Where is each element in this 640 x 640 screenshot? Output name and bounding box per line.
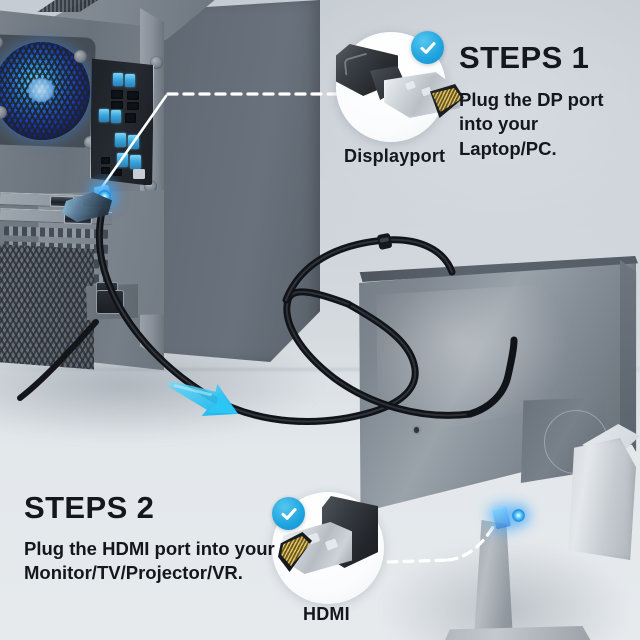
monitor-stand-base bbox=[436, 626, 596, 640]
pc-tower-lower-mesh bbox=[0, 244, 94, 370]
monitor-right-edge bbox=[620, 260, 637, 452]
case-screw bbox=[0, 36, 3, 49]
audio-jack bbox=[101, 157, 110, 164]
case-screw bbox=[74, 50, 87, 63]
audio-jack bbox=[101, 167, 110, 174]
step-1-body-line-2: into your Laptop/PC. bbox=[459, 113, 557, 159]
optical-audio-port bbox=[133, 169, 145, 179]
fan-hub bbox=[28, 78, 54, 102]
usb-port bbox=[117, 153, 128, 167]
display-output-port bbox=[111, 101, 123, 109]
step-2-title: STEPS 2 bbox=[24, 490, 155, 525]
psu-power-socket bbox=[96, 290, 124, 314]
monitor-stand-neck bbox=[568, 438, 636, 560]
usb-port bbox=[115, 133, 126, 147]
case-screw bbox=[0, 106, 7, 119]
step-1-title: STEPS 1 bbox=[459, 40, 590, 75]
hdmi-connector bbox=[278, 492, 408, 602]
step-2-check-circle-icon bbox=[272, 497, 305, 530]
usb-port bbox=[130, 155, 141, 169]
display-output-port bbox=[111, 90, 123, 99]
usb-port bbox=[125, 74, 135, 87]
pc-tower-side-panel bbox=[142, 0, 320, 362]
usb-port bbox=[111, 110, 121, 123]
audio-jack bbox=[113, 169, 122, 176]
usb-port bbox=[128, 135, 139, 149]
step-2-body-line-2: Monitor/TV/Projector/VR. bbox=[24, 562, 243, 583]
step-2-connector-label: HDMI bbox=[303, 604, 350, 624]
motherboard-io-panel bbox=[90, 58, 154, 186]
display-output-port bbox=[127, 102, 139, 110]
display-output-port bbox=[127, 91, 139, 100]
desktop-pc-tower bbox=[0, 0, 322, 414]
usb-port bbox=[113, 73, 123, 86]
monitor-indicator-dot bbox=[414, 427, 419, 433]
step-1-body-line-1: Plug the DP port bbox=[459, 89, 604, 110]
step-1-connector-label: Displayport bbox=[344, 146, 446, 166]
step-1-check-circle-icon bbox=[411, 31, 444, 64]
monitor-hdmi-port-glow-dot bbox=[512, 509, 525, 522]
usb-port bbox=[99, 109, 109, 122]
monitor-stand-column bbox=[473, 520, 514, 640]
network-port bbox=[125, 113, 136, 123]
step-2-body-line-1: Plug the HDMI port into your bbox=[24, 538, 275, 559]
displayport-connector bbox=[330, 36, 480, 136]
